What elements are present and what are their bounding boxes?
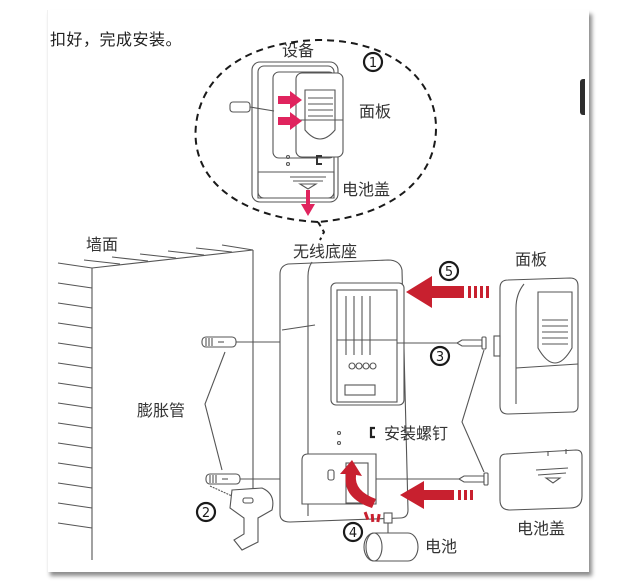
- panel-illustration: [493, 277, 579, 415]
- step-2-badge: 2: [195, 501, 217, 523]
- dashed-ellipse: [194, 38, 438, 224]
- step-3-badge: 3: [429, 345, 451, 367]
- red-curved-arrow-icon: [340, 460, 381, 523]
- inset-device: [229, 61, 344, 216]
- svg-text:2: 2: [202, 506, 210, 521]
- mounting-screw-upper: [397, 336, 487, 350]
- screwdriver-icon: [229, 101, 251, 113]
- pink-arrow-down-icon: [301, 190, 315, 216]
- label-battery-cover-bottom: 电池盖: [517, 519, 566, 538]
- callout-tail: [317, 221, 326, 241]
- svg-text:1: 1: [369, 56, 377, 71]
- mounting-screw-lower: [376, 472, 489, 486]
- wall-anchor-upper: [201, 336, 298, 348]
- battery-cover-illustration: [499, 449, 583, 511]
- intro-text: 扣好，完成安装。: [50, 30, 183, 49]
- pink-arrow-icon: [278, 91, 302, 109]
- screw-leader-line: [461, 349, 485, 473]
- red-arrow-step5-icon: [406, 276, 489, 308]
- label-mounting-screws: 安装螺钉: [384, 424, 449, 443]
- page-edge: [47, 10, 48, 572]
- label-battery-cover-top: 电池盖: [342, 180, 391, 199]
- battery-icon: [363, 512, 419, 562]
- step-1-badge: 1: [362, 51, 384, 73]
- scrollbar-handle[interactable]: [580, 79, 585, 115]
- wall-anchor-lower: [205, 473, 300, 485]
- inset-callout: [194, 38, 438, 241]
- svg-text:3: 3: [436, 350, 444, 365]
- label-panel-top: 面板: [359, 102, 392, 121]
- label-wireless-base: 无线底座: [293, 242, 358, 261]
- svg-text:4: 4: [349, 526, 357, 541]
- step-5-badge: 5: [438, 260, 460, 282]
- red-arrow-battery-cover-icon: [400, 481, 473, 509]
- wall-illustration: [57, 244, 254, 560]
- drill-icon: [209, 485, 274, 551]
- anchor-leader-line: [204, 351, 226, 471]
- label-wall: 墙面: [86, 235, 119, 254]
- step-4-badge: 4: [342, 521, 364, 543]
- label-anchors: 膨胀管: [137, 401, 186, 420]
- label-battery: 电池: [425, 537, 458, 556]
- svg-text:5: 5: [445, 265, 453, 280]
- label-device: 设备: [282, 41, 315, 60]
- wireless-base: [279, 259, 409, 523]
- pink-arrow-icon: [278, 112, 302, 130]
- label-panel-right: 面板: [515, 250, 548, 269]
